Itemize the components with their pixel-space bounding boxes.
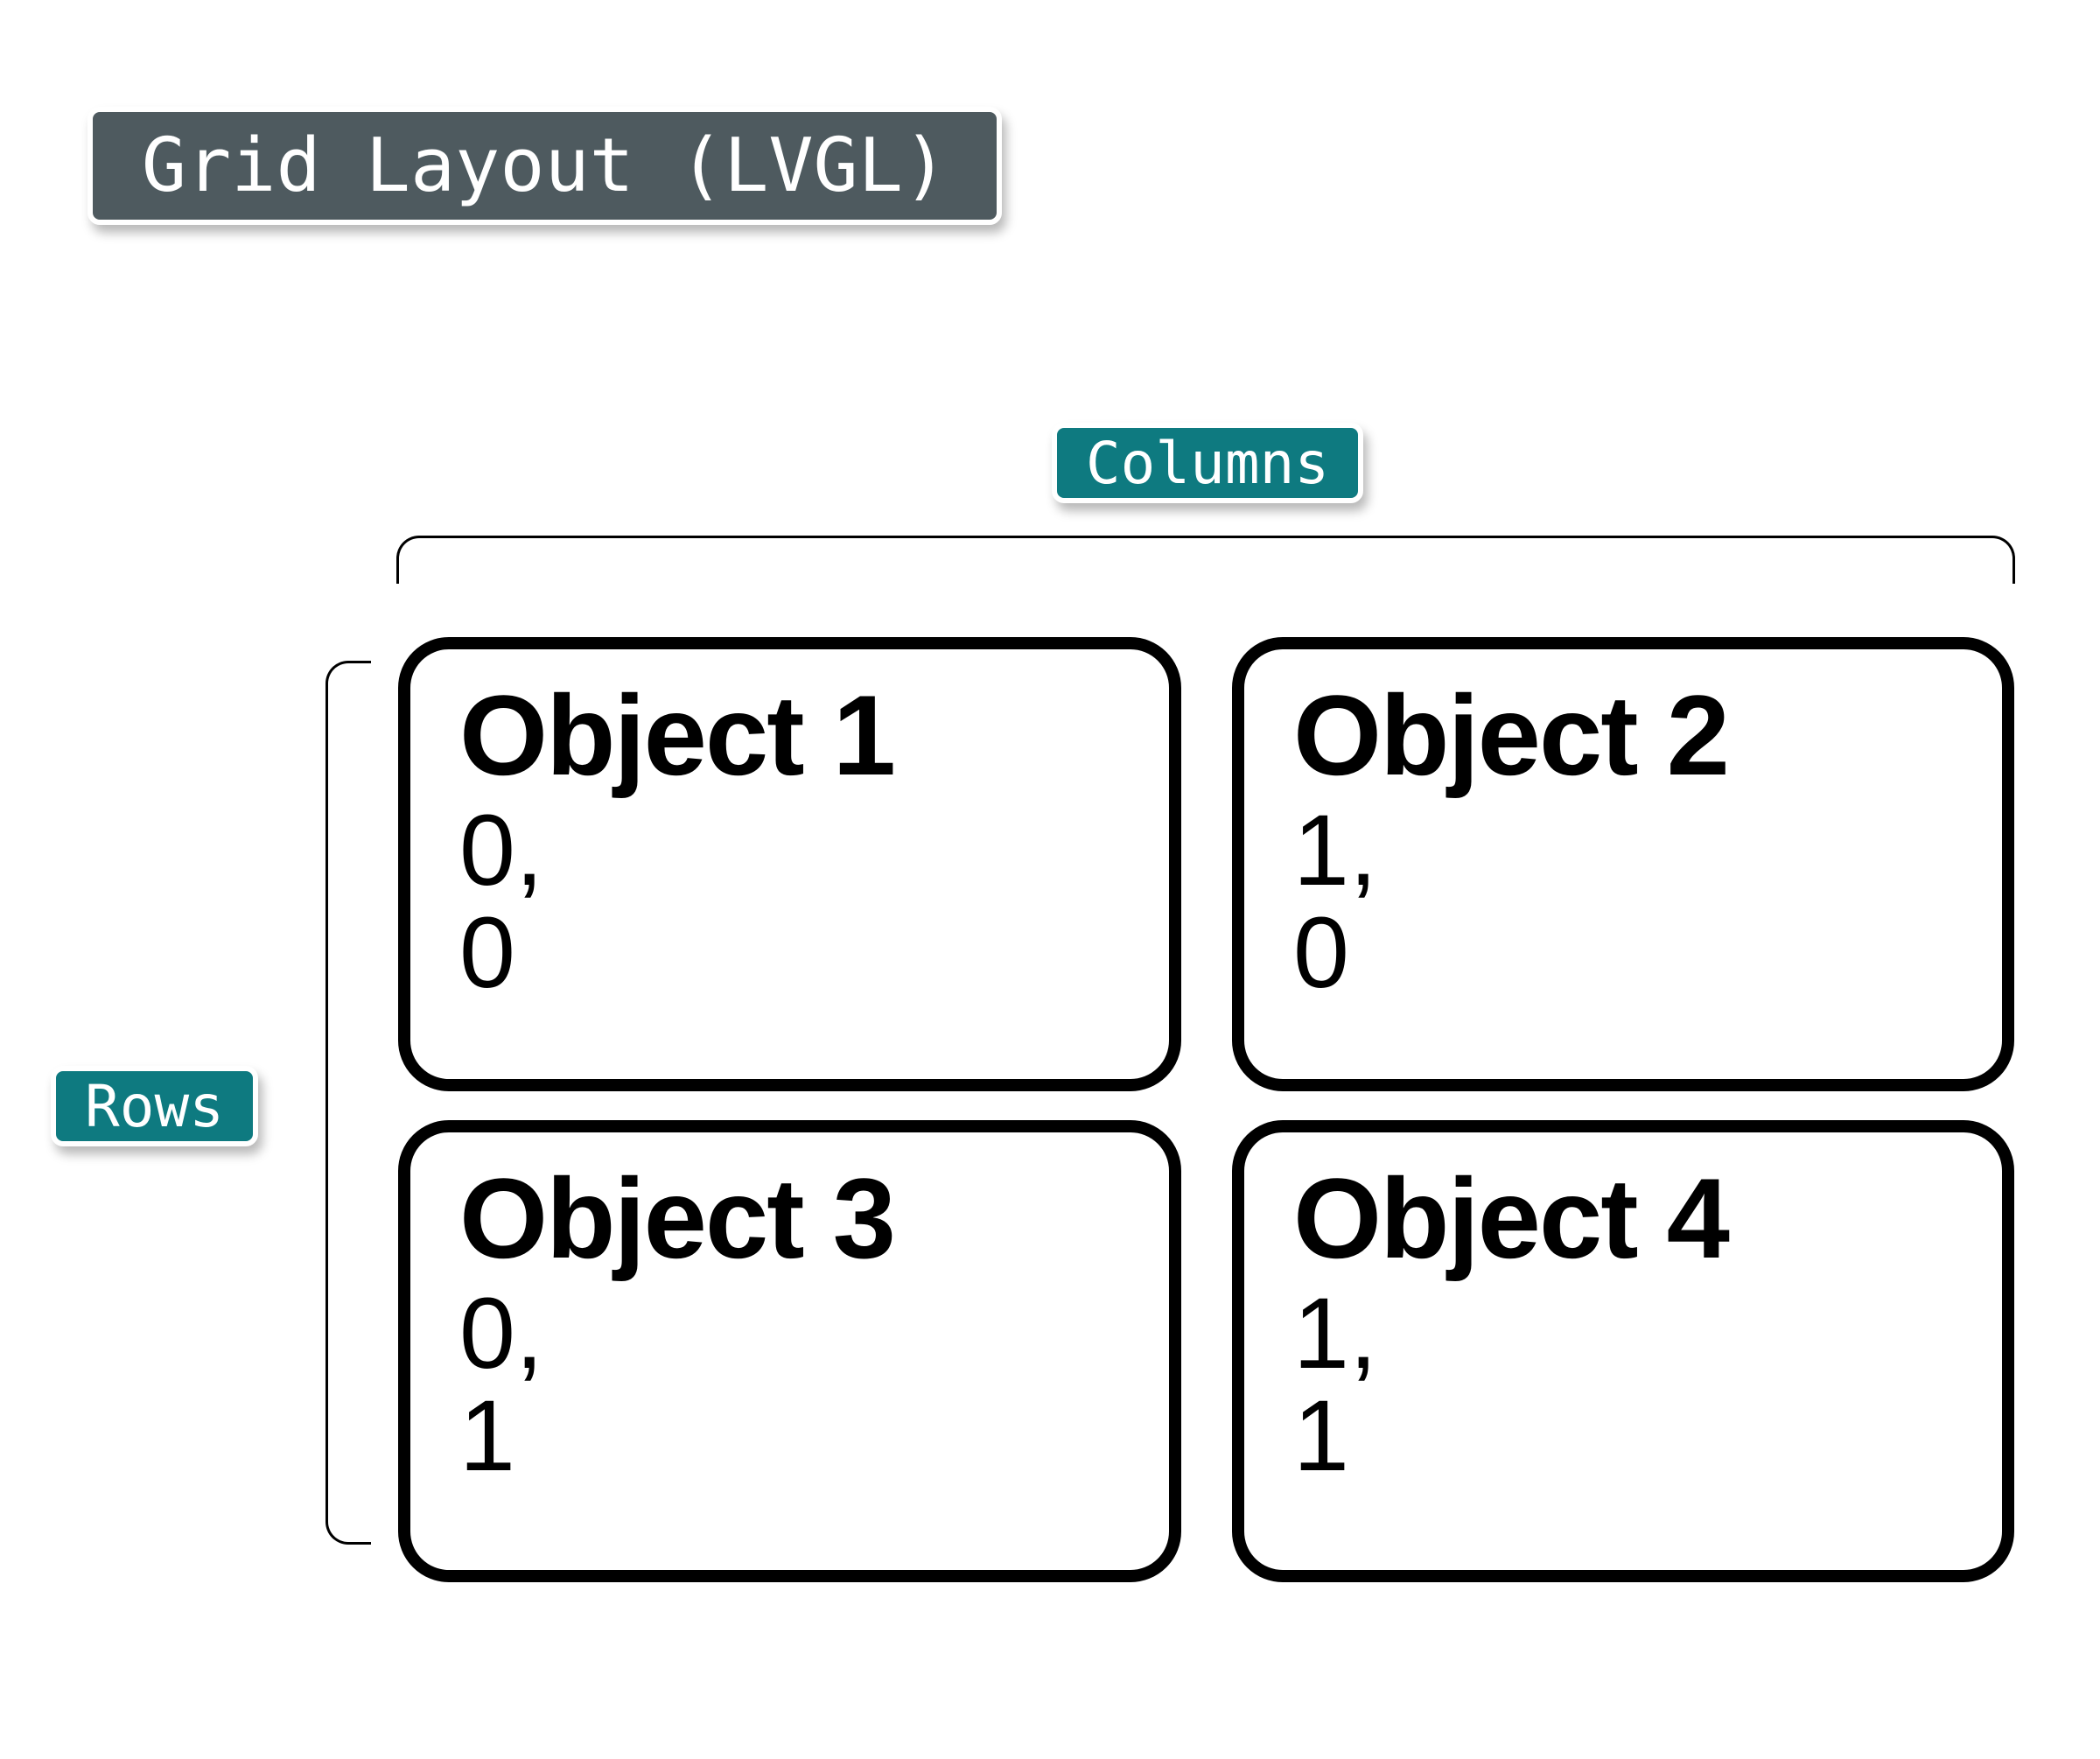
cell-coord-row: 1: [459, 1379, 515, 1492]
grid-cell-object-3: Object 3 0, 1: [398, 1120, 1181, 1582]
grid-cell-object-4: Object 4 1, 1: [1232, 1120, 2014, 1582]
rows-label-badge: Rows: [51, 1066, 258, 1146]
cell-title: Object 1: [459, 671, 896, 799]
cell-coord-col: 1,: [1293, 794, 1377, 907]
rows-badge-label: Rows: [85, 1072, 224, 1140]
cell-coord-col: 0,: [459, 1277, 543, 1390]
cell-coord-row: 0: [459, 896, 515, 1009]
cell-title: Object 3: [459, 1154, 896, 1282]
grid-cell-object-1: Object 1 0, 0: [398, 637, 1181, 1091]
cell-coord-col: 1,: [1293, 1277, 1377, 1390]
cell-coord-col: 0,: [459, 794, 543, 907]
columns-badge-label: Columns: [1085, 429, 1330, 497]
cell-coord-row: 0: [1293, 896, 1349, 1009]
grid-cell-object-2: Object 2 1, 0: [1232, 637, 2014, 1091]
rows-bracket: [326, 661, 371, 1545]
cell-coord-row: 1: [1293, 1379, 1349, 1492]
title-badge-label: Grid Layout (LVGL): [141, 123, 948, 209]
cell-title: Object 4: [1293, 1154, 1730, 1282]
columns-bracket: [396, 536, 2015, 584]
cell-title: Object 2: [1293, 671, 1730, 799]
title-badge: Grid Layout (LVGL): [88, 107, 1002, 225]
columns-label-badge: Columns: [1052, 423, 1363, 503]
